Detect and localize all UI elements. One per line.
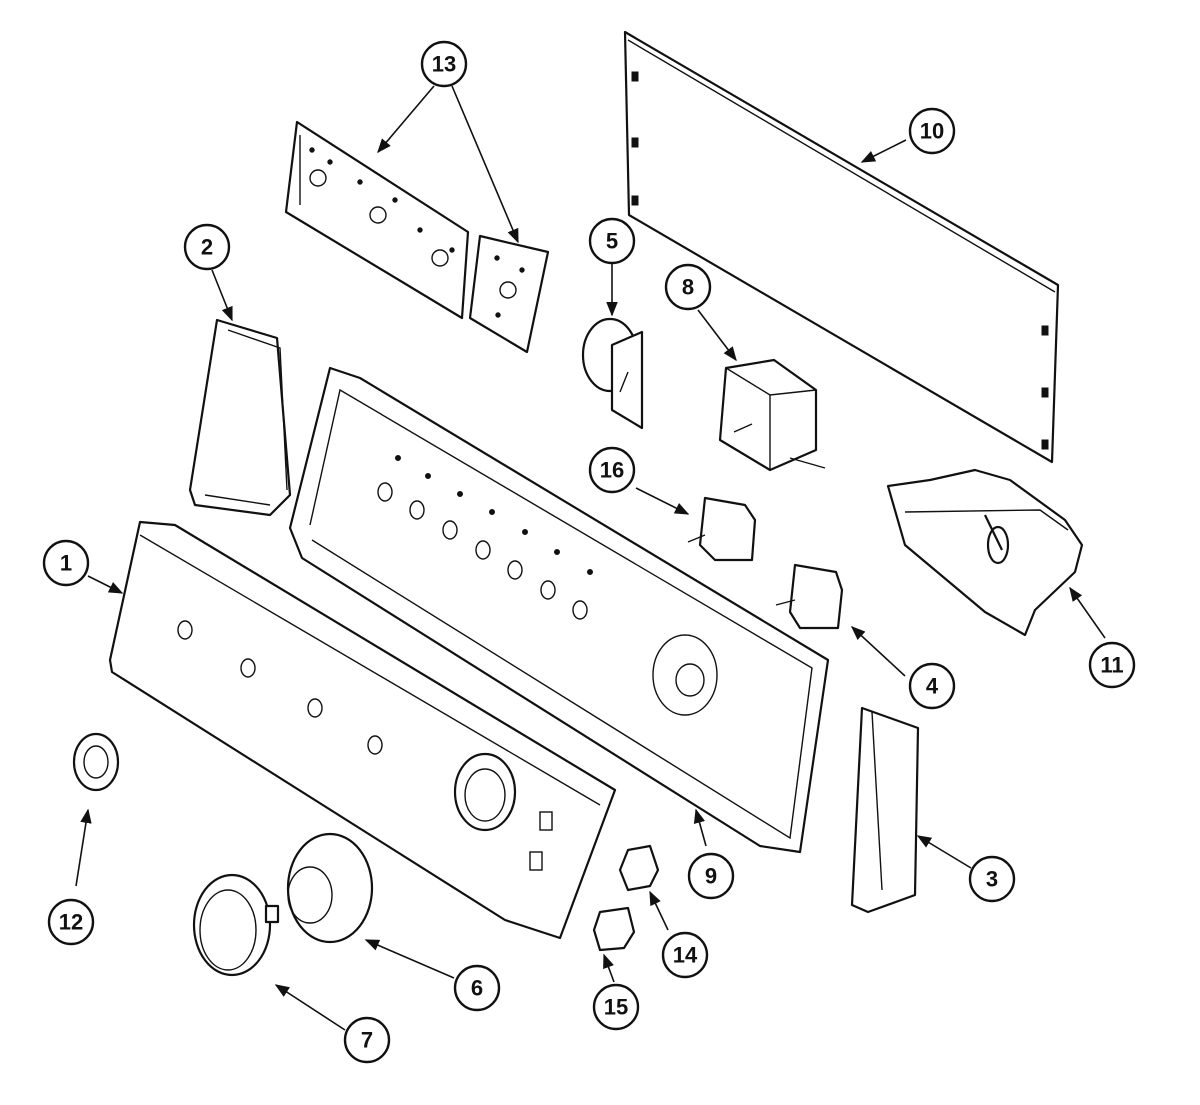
- callout-10-label: 10: [920, 119, 944, 144]
- part-7-main-knob: [192, 873, 280, 977]
- callout-15: 15: [592, 983, 640, 1031]
- part-9-control-panel-frame: [288, 366, 830, 854]
- callout-11-label: 11: [1100, 653, 1123, 678]
- callout-13: 13: [420, 40, 468, 88]
- part-12-small-knob: [72, 732, 120, 792]
- callout-5-label: 5: [606, 229, 618, 254]
- callout-3: 3: [968, 855, 1016, 903]
- callout-6: 6: [453, 964, 501, 1012]
- part-5-switch-bracket: [581, 317, 644, 430]
- callout-9: 9: [687, 852, 735, 900]
- callout-5: 5: [588, 217, 636, 265]
- callout-1-label: 1: [60, 551, 72, 576]
- part-8-selector-switch: [718, 358, 826, 472]
- part-15-rocker-switch: [592, 906, 636, 952]
- part-14-rocker-switch: [618, 844, 660, 892]
- callout-9-label: 9: [705, 864, 717, 889]
- callout-7-label: 7: [361, 1028, 373, 1053]
- callout-3-label: 3: [986, 867, 998, 892]
- part-1-front-console: [108, 520, 617, 940]
- callout-16: 16: [588, 446, 636, 494]
- callout-4-label: 4: [926, 674, 939, 699]
- part-3-right-end-cap: [850, 706, 920, 914]
- callout-11: 11: [1088, 641, 1136, 689]
- callout-7: 7: [343, 1016, 391, 1064]
- part-11-timer-motor: [886, 468, 1084, 637]
- callout-13-label: 13: [432, 52, 456, 77]
- part-13-circuit-boards: [284, 120, 550, 354]
- callout-15-label: 15: [604, 995, 628, 1020]
- callout-8-label: 8: [682, 275, 694, 300]
- callout-2-label: 2: [201, 235, 213, 260]
- callout-8: 8: [664, 263, 712, 311]
- callout-4: 4: [908, 662, 956, 710]
- leader-lines: [75, 85, 1106, 1031]
- callout-14-label: 14: [673, 943, 698, 968]
- callout-10: 10: [908, 107, 956, 155]
- part-10-rear-panel: [623, 30, 1060, 464]
- callout-6-label: 6: [471, 976, 483, 1001]
- part-16-rotary-switch: [687, 496, 757, 562]
- callout-12: 12: [47, 898, 95, 946]
- panel-buttons: [377, 455, 593, 620]
- callout-14: 14: [661, 931, 709, 979]
- callout-16-label: 16: [600, 458, 624, 483]
- part-6-dial-bezel: [286, 832, 374, 944]
- part-2-left-end-cap: [188, 318, 292, 517]
- part-4-rotary-switch: [775, 563, 844, 630]
- callout-12-label: 12: [59, 910, 83, 935]
- callout-2: 2: [183, 223, 231, 271]
- callout-1: 1: [42, 539, 90, 587]
